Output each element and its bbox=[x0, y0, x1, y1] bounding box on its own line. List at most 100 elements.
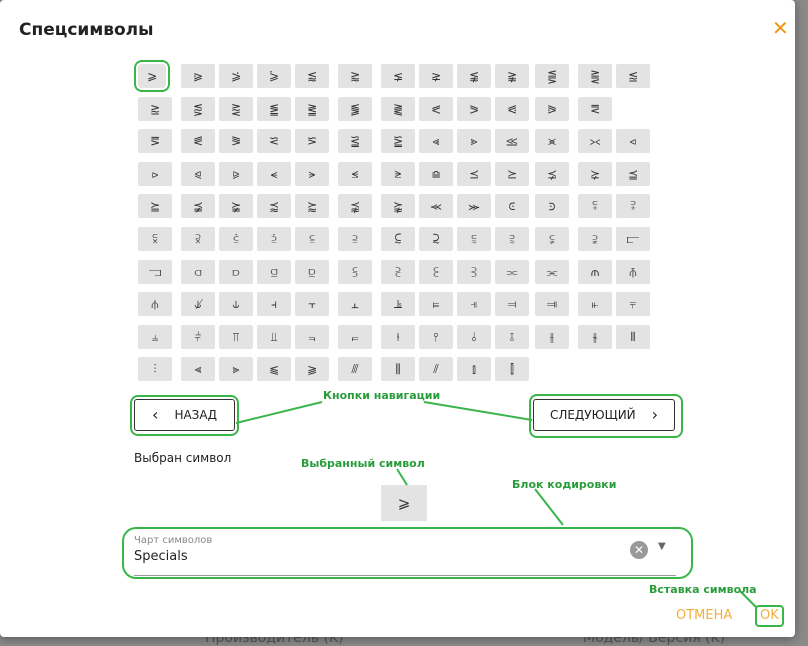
symbol-button[interactable]: ⫞ bbox=[257, 292, 291, 316]
symbol-button[interactable]: ⫖ bbox=[457, 260, 491, 284]
symbol-button[interactable]: ⫙ bbox=[578, 260, 612, 284]
symbol-button[interactable]: ⫼ bbox=[381, 357, 415, 381]
symbol-button[interactable]: ⪝ bbox=[257, 129, 291, 153]
back-button[interactable]: ‹ НАЗАД bbox=[134, 399, 235, 431]
symbol-button[interactable]: ⫦ bbox=[578, 292, 612, 316]
symbol-button[interactable]: ⪂ bbox=[219, 64, 253, 88]
symbol-button[interactable]: ⪴ bbox=[138, 194, 172, 218]
symbol-button[interactable]: ⫈ bbox=[419, 227, 453, 251]
symbol-button[interactable]: ⫢ bbox=[419, 292, 453, 316]
symbol-button[interactable]: ⫌ bbox=[578, 227, 612, 251]
symbol-button[interactable]: ⪟ bbox=[338, 129, 372, 153]
symbol-button[interactable]: ⫳ bbox=[578, 325, 612, 349]
symbol-button[interactable]: ⪺ bbox=[381, 194, 415, 218]
symbol-button[interactable]: ⪍ bbox=[616, 64, 650, 88]
symbol-button[interactable]: ⫫ bbox=[257, 325, 291, 349]
symbol-button[interactable]: ⪪ bbox=[257, 162, 291, 186]
symbol-button[interactable]: ⫣ bbox=[457, 292, 491, 316]
symbol-button[interactable]: ⫪ bbox=[219, 325, 253, 349]
symbol-button[interactable]: ⪎ bbox=[138, 97, 172, 121]
symbol-button[interactable]: ⪊ bbox=[495, 64, 529, 88]
symbol-button[interactable]: ⪽ bbox=[495, 194, 529, 218]
symbol-button[interactable]: ⫚ bbox=[616, 260, 650, 284]
symbol-button[interactable]: ⪜ bbox=[219, 129, 253, 153]
symbol-button[interactable]: ⪖ bbox=[457, 97, 491, 121]
symbol-button[interactable]: ⫃ bbox=[219, 227, 253, 251]
symbol-button[interactable]: ⪀ bbox=[181, 64, 215, 88]
symbol-button[interactable]: ⫛ bbox=[138, 292, 172, 316]
symbol-button[interactable]: ⫉ bbox=[457, 227, 491, 251]
symbol-button[interactable]: ⪑ bbox=[257, 97, 291, 121]
symbol-button[interactable]: ⪮ bbox=[419, 162, 453, 186]
clear-icon[interactable]: ✕ bbox=[630, 541, 648, 559]
symbol-button[interactable]: ⪭ bbox=[381, 162, 415, 186]
symbol-button[interactable]: ⫿ bbox=[495, 357, 529, 381]
symbol-button[interactable]: ⫟ bbox=[295, 292, 329, 316]
symbol-button[interactable]: ⫧ bbox=[616, 292, 650, 316]
symbol-button[interactable]: ⫬ bbox=[295, 325, 329, 349]
symbol-button[interactable]: ⫂ bbox=[181, 227, 215, 251]
symbol-button[interactable]: ⪼ bbox=[457, 194, 491, 218]
symbol-button[interactable]: ⪗ bbox=[495, 97, 529, 121]
symbol-button[interactable]: ⪩ bbox=[219, 162, 253, 186]
symbol-button[interactable]: ⪚ bbox=[138, 129, 172, 153]
symbol-button[interactable]: ⪬ bbox=[338, 162, 372, 186]
symbol-button[interactable]: ⪆ bbox=[338, 64, 372, 88]
symbol-button[interactable]: ⪢ bbox=[457, 129, 491, 153]
symbol-button[interactable]: ⪄ bbox=[257, 64, 291, 88]
symbol-button[interactable]: ⪡ bbox=[419, 129, 453, 153]
symbol-button[interactable]: ⪳ bbox=[616, 162, 650, 186]
symbol-button[interactable]: ⪐ bbox=[219, 97, 253, 121]
symbol-button[interactable]: ⪷ bbox=[257, 194, 291, 218]
symbol-button[interactable]: ⪛ bbox=[181, 129, 215, 153]
symbol-button[interactable]: ⪫ bbox=[295, 162, 329, 186]
symbol-button[interactable]: ⪏ bbox=[181, 97, 215, 121]
symbol-button[interactable]: ⫋ bbox=[535, 227, 569, 251]
symbol-button[interactable]: ⪈ bbox=[419, 64, 453, 88]
symbol-button[interactable]: ⪌ bbox=[578, 64, 612, 88]
charset-select[interactable]: Чарт символов Specials ✕ ▼ bbox=[134, 533, 676, 576]
symbol-button[interactable]: ⩾ bbox=[134, 60, 170, 92]
symbol-button[interactable]: ⫠ bbox=[338, 292, 372, 316]
symbol-button[interactable]: ⪒ bbox=[295, 97, 329, 121]
symbol-button[interactable]: ⪱ bbox=[535, 162, 569, 186]
ok-button[interactable]: OK bbox=[760, 608, 779, 623]
cancel-button[interactable]: ОТМЕНА bbox=[676, 608, 733, 623]
symbol-button[interactable]: ⫊ bbox=[495, 227, 529, 251]
symbol-button[interactable]: ⫓ bbox=[338, 260, 372, 284]
symbol-button[interactable]: ⫲ bbox=[535, 325, 569, 349]
symbol-button[interactable]: ⫩ bbox=[181, 325, 215, 349]
symbol-button[interactable]: ⫁ bbox=[138, 227, 172, 251]
symbol-button[interactable]: ⪉ bbox=[457, 64, 491, 88]
symbol-button[interactable]: ⫯ bbox=[419, 325, 453, 349]
symbol-button[interactable]: ⪕ bbox=[419, 97, 453, 121]
symbol-button[interactable]: ⫝̸ bbox=[181, 292, 215, 316]
symbol-button[interactable]: ⪞ bbox=[295, 129, 329, 153]
symbol-button[interactable]: ⪸ bbox=[295, 194, 329, 218]
symbol-button[interactable]: ⫽ bbox=[419, 357, 453, 381]
symbol-button[interactable]: ⫆ bbox=[338, 227, 372, 251]
symbol-button[interactable]: ⫴ bbox=[616, 325, 650, 349]
symbol-button[interactable]: ⪅ bbox=[295, 64, 329, 88]
symbol-button[interactable]: ⫘ bbox=[535, 260, 569, 284]
symbol-button[interactable]: ⫄ bbox=[257, 227, 291, 251]
symbol-button[interactable]: ⫒ bbox=[295, 260, 329, 284]
symbol-button[interactable]: ⪾ bbox=[535, 194, 569, 218]
next-button[interactable]: СЛЕДУЮЩИЙ › bbox=[533, 399, 675, 431]
symbol-button[interactable]: ⪻ bbox=[419, 194, 453, 218]
symbol-button[interactable]: ⪘ bbox=[535, 97, 569, 121]
symbol-button[interactable]: ⪰ bbox=[495, 162, 529, 186]
symbol-button[interactable]: ⫇ bbox=[381, 227, 415, 251]
symbol-button[interactable]: ⫡ bbox=[381, 292, 415, 316]
symbol-button[interactable]: ⫮ bbox=[381, 325, 415, 349]
symbol-button[interactable]: ⫭ bbox=[338, 325, 372, 349]
symbol-button[interactable]: ⫏ bbox=[181, 260, 215, 284]
symbol-button[interactable]: ⪓ bbox=[338, 97, 372, 121]
symbol-button[interactable]: ⪣ bbox=[495, 129, 529, 153]
symbol-button[interactable]: ⪋ bbox=[535, 64, 569, 88]
symbol-button[interactable]: ⫍ bbox=[616, 227, 650, 251]
symbol-button[interactable]: ⫺ bbox=[295, 357, 329, 381]
symbol-button[interactable]: ⫹ bbox=[257, 357, 291, 381]
symbol-button[interactable]: ⪥ bbox=[578, 129, 612, 153]
symbol-button[interactable]: ⫰ bbox=[457, 325, 491, 349]
